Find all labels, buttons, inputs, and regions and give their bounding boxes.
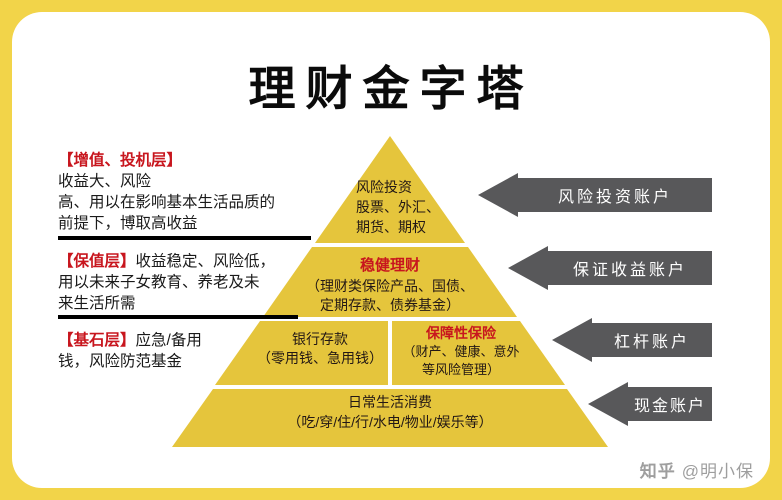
level-line: 定期存款、债券基金） [320,297,460,313]
watermark: 知乎 @明小保 [640,457,754,482]
level-line: 期货、期权 [356,219,426,235]
level-line: 等风险管理） [421,362,500,377]
annotation-line: 【保值层】收益稳定、风险低， [58,251,312,272]
annotation-growth-layer: 【增值、投机层】 收益大、风险 高、用以在影响基本生活品质的 前提下，博取高收益 [58,150,320,234]
watermark-handle: @明小保 [681,462,754,481]
account-arrow-risk-investment: 风险投资账户 [478,173,712,217]
divider-line [58,315,298,319]
level-line: （零用钱、急用钱） [257,350,383,366]
annotation-label: 【基石层】 [58,332,136,349]
annotation-preservation-layer: 【保值层】收益稳定、风险低， 用以未来子女教育、养老及未 来生活所需 [58,251,312,314]
account-label: 保证收益账户 [548,251,712,285]
account-label: 现金账户 [628,387,712,421]
account-arrow-guaranteed-income: 保证收益账户 [508,246,712,290]
annotation-line: 前提下，博取高收益 [58,215,198,232]
arrow-left-icon [588,382,628,426]
pyramid-level4-text: 日常生活消费 （吃/穿/住/行/水电/物业/娱乐等） [251,392,529,432]
arrow-left-icon [552,318,592,362]
annotation-line: 【基石层】应急/备用 [58,330,282,351]
account-arrow-cash: 现金账户 [588,382,712,426]
annotation-line: 用以未来子女教育、养老及未 [58,274,260,291]
account-arrow-leverage: 杠杆账户 [552,318,712,362]
level-line: 股票、外汇、 [356,199,440,215]
arrow-left-icon [478,173,518,217]
annotation-text: 应急/备用 [135,332,202,349]
pyramid-level2-text: 稳健理财 （理财类保险产品、国债、 定期存款、债券基金） [280,256,500,315]
divider-line [58,236,311,240]
account-label: 杠杆账户 [592,323,712,357]
annotation-line: 高、用以在影响基本生活品质的 [58,194,276,211]
account-label: 风险投资账户 [518,178,712,212]
level-line: （财产、健康、意外 [402,344,520,359]
annotation-cornerstone-layer: 【基石层】应急/备用 钱，风险防范基金 [58,330,282,372]
annotation-label: 【保值层】 [58,253,136,270]
pyramid-level3-right-text: 保障性保险 （财产、健康、意外 等风险管理） [398,324,524,379]
pyramid-level3-left-text: 银行存款 （零用钱、急用钱） [252,330,388,368]
level-title: 日常生活消费 [348,394,432,410]
level-title: 稳健理财 [359,257,420,274]
zhihu-logo: 知乎 [639,462,676,481]
level-title: 风险投资 [356,179,412,195]
page-title: 理财金字塔 [248,62,534,115]
level-line: （吃/穿/住/行/水电/物业/娱乐等） [287,414,493,430]
arrow-left-icon [508,246,548,290]
annotation-text: 收益稳定、风险低， [135,253,276,270]
annotation-line: 钱，风险防范基金 [58,353,183,370]
annotation-line: 来生活所需 [58,295,136,312]
annotation-label: 【增值、投机层】 [58,152,183,169]
level-title: 银行存款 [292,331,348,347]
level-line: （理财类保险产品、国债、 [306,278,474,294]
annotation-line: 收益大、风险 [58,173,152,190]
level-title: 保障性保险 [426,325,496,341]
pyramid-level1-text: 风险投资 股票、外汇、 期货、期权 [356,177,496,237]
